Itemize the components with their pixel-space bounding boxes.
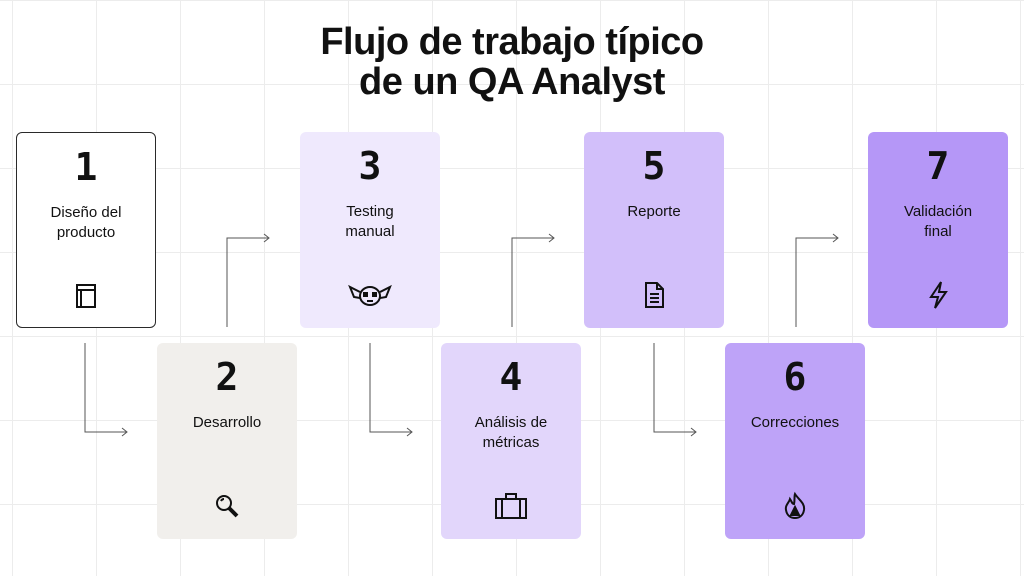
title-line-1: Flujo de trabajo típico <box>320 21 704 63</box>
lightning-icon <box>923 280 953 310</box>
alien-face-icon <box>348 280 392 310</box>
arrow-1-to-2 <box>84 343 127 433</box>
step-card-6: 6 Correcciones <box>725 343 865 539</box>
arrow-4-to-5-head <box>548 233 555 243</box>
step-label: Desarrollo <box>192 414 262 431</box>
step-label: Correcciones <box>750 414 840 431</box>
document-icon <box>639 280 669 310</box>
step-card-2: 2 Desarrollo <box>157 343 297 539</box>
step-label: Reporte <box>627 203 681 220</box>
page-title: Flujo de trabajo típico de un QA Analyst <box>0 22 1024 102</box>
step-number: 4 <box>499 355 523 399</box>
arrow-4-to-5 <box>511 237 554 327</box>
arrow-6-to-7-head <box>832 233 839 243</box>
step-number: 5 <box>642 144 666 188</box>
fire-icon <box>780 491 810 521</box>
step-number: 1 <box>74 145 98 189</box>
arrow-5-to-6-head <box>690 427 697 437</box>
step-number: 2 <box>215 355 239 399</box>
step-number: 7 <box>926 144 950 188</box>
arrow-6-to-7 <box>795 237 838 327</box>
magnifier-icon <box>212 491 242 521</box>
step-number: 3 <box>358 144 382 188</box>
step-card-5: 5 Reporte <box>584 132 724 328</box>
step-number: 6 <box>783 355 807 399</box>
arrow-3-to-4-head <box>406 427 413 437</box>
arrow-2-to-3 <box>226 237 269 327</box>
briefcase-icon <box>494 491 528 521</box>
arrow-5-to-6 <box>653 343 696 433</box>
title-line-2: de un QA Analyst <box>359 61 665 103</box>
arrow-1-to-2-head <box>121 427 128 437</box>
arrow-2-to-3-head <box>263 233 270 243</box>
arrow-3-to-4 <box>369 343 412 433</box>
book-icon <box>71 281 101 311</box>
